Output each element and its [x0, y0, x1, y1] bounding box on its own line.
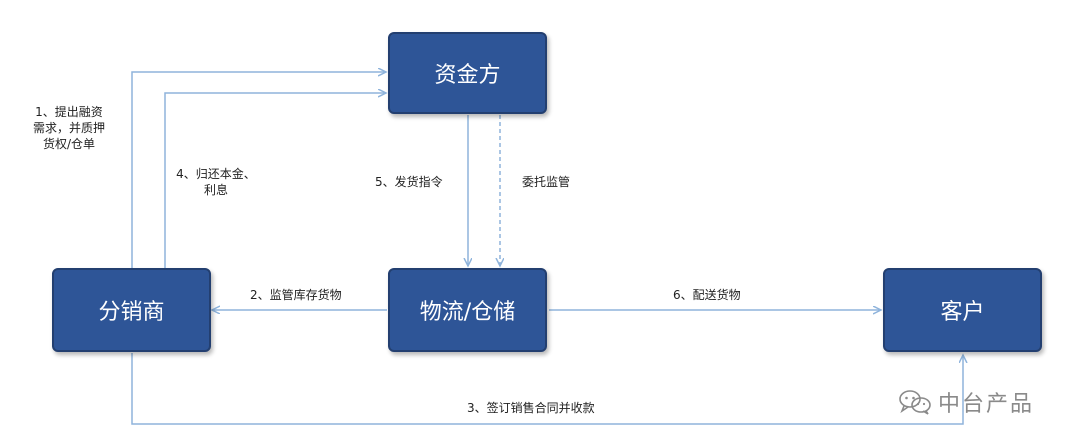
label-supervise-inventory: 2、监管库存货物	[250, 288, 342, 302]
edge-repay	[164, 93, 386, 268]
edge-sign-contract	[131, 353, 963, 425]
label-sign-contract: 3、签订销售合同并收款	[467, 401, 595, 415]
label-financing-request: 1、提出融资 需求，并质押 货权/仓单	[32, 105, 105, 151]
node-distributor: 分销商	[52, 268, 211, 352]
label-deliver-goods: 6、配送货物	[673, 288, 741, 302]
watermark-text: 中台产品	[938, 392, 1035, 417]
watermark: 中台产品	[898, 386, 1034, 418]
edge-financing-request	[131, 72, 386, 268]
label-repay: 4、归还本金、 利息	[176, 167, 256, 197]
label-entrust-supervision: 委托监管	[522, 175, 571, 189]
node-customer: 客户	[883, 268, 1042, 352]
node-logistics: 物流/仓储	[388, 268, 547, 352]
label-ship-order: 5、发货指令	[375, 175, 443, 189]
node-funder: 资金方	[388, 32, 547, 114]
wechat-icon	[899, 390, 931, 415]
